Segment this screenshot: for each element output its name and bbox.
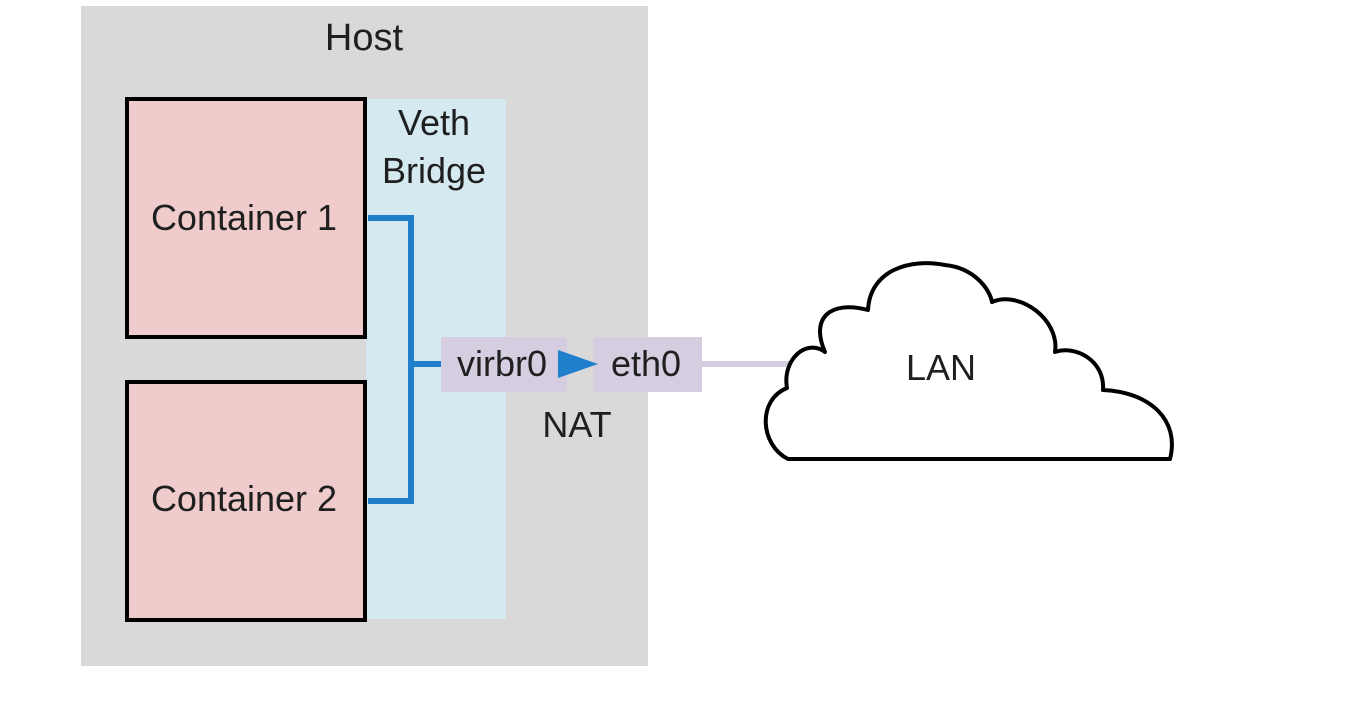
virbr0-box bbox=[441, 337, 567, 392]
nat-label: NAT bbox=[542, 404, 611, 445]
container-2-box bbox=[125, 380, 367, 622]
container-1-label: Container 1 bbox=[151, 197, 337, 238]
lan-cloud-icon bbox=[763, 261, 1174, 461]
lan-label: LAN bbox=[906, 347, 976, 388]
nat-arrow-icon bbox=[558, 350, 598, 378]
veth-bridge-label-line1: Veth bbox=[398, 102, 470, 143]
host-label: Host bbox=[325, 17, 404, 59]
container-1-box bbox=[125, 97, 367, 339]
veth-link-container-2 bbox=[368, 364, 414, 504]
eth0-box bbox=[593, 337, 702, 392]
veth-bridge-label-line2: Bridge bbox=[382, 150, 486, 191]
container-2-label: Container 2 bbox=[151, 478, 337, 519]
virbr0-label: virbr0 bbox=[457, 343, 547, 384]
veth-link-container-1 bbox=[368, 215, 414, 364]
eth0-label: eth0 bbox=[611, 343, 681, 384]
